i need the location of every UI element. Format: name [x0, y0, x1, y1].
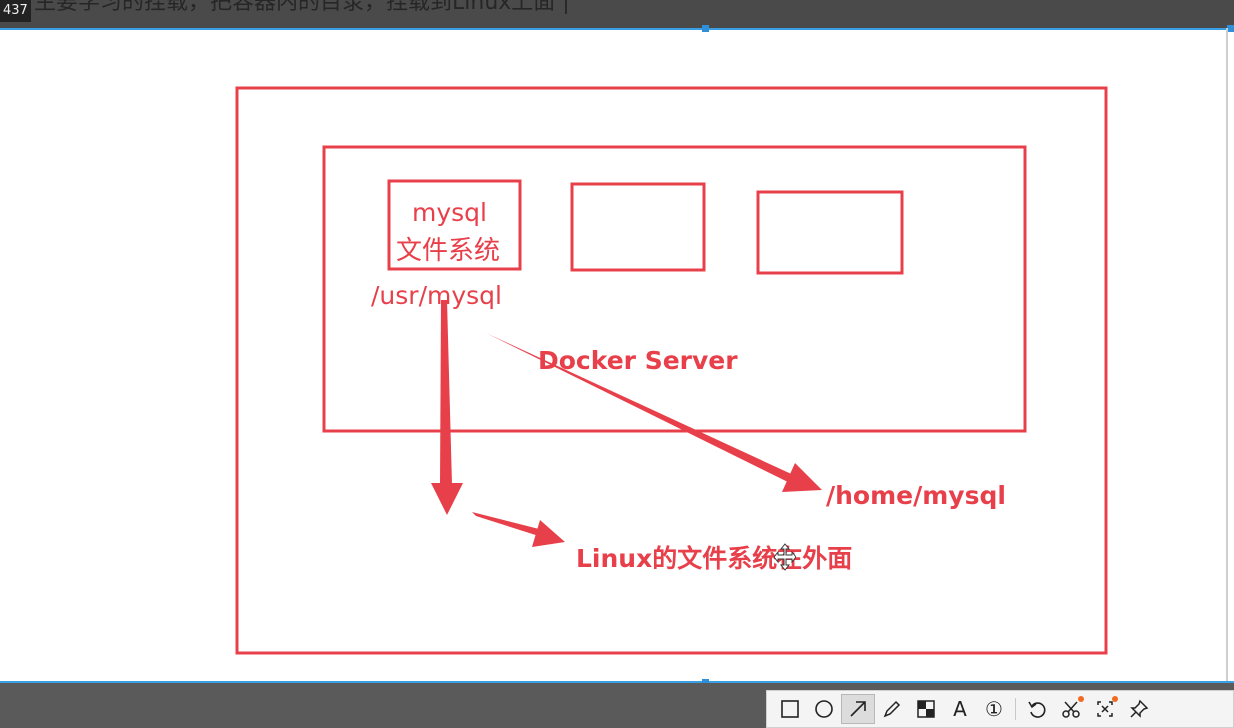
linux-host-box: [235, 86, 1108, 655]
mosaic-icon: [917, 700, 935, 718]
canvas-edge: [1226, 28, 1228, 681]
notification-dot: [1078, 696, 1084, 702]
move-cursor-icon: [774, 543, 796, 571]
pen-tool[interactable]: [875, 694, 909, 724]
pin-icon: [1130, 699, 1149, 718]
container-path-label: /usr/mysql: [371, 281, 502, 310]
cancel-button[interactable]: [1054, 694, 1088, 724]
undo-button[interactable]: [1020, 694, 1054, 724]
host-path-label: /home/mysql: [826, 481, 1006, 510]
mysql-container-box: [387, 179, 522, 271]
crop-icon: [1097, 701, 1113, 717]
docker-server-label: Docker Server: [538, 346, 738, 375]
mosaic-tool[interactable]: [909, 694, 943, 724]
arrow-icon: [850, 701, 866, 717]
toolbar-separator: [1015, 698, 1016, 720]
video-caption-bar: 437 主要学习的挂载，把容器内的目录，挂载到Linux上面 |: [0, 0, 1234, 28]
frame-counter: 437: [0, 0, 31, 22]
container-box-3: [756, 190, 904, 275]
container-box-2: [570, 182, 706, 272]
selection-border-top: [0, 28, 1234, 30]
selection-border-bottom: [0, 681, 1234, 683]
crop-button[interactable]: [1088, 694, 1122, 724]
ellipse-tool[interactable]: [807, 694, 841, 724]
arrow-right-short: [472, 512, 565, 547]
text-tool[interactable]: A: [943, 694, 977, 724]
arrow-down: [431, 300, 463, 515]
resize-handle-top-right[interactable]: [1227, 25, 1234, 32]
annotation-toolbar: A ①: [766, 690, 1234, 728]
arrow-diagonal: [482, 331, 822, 492]
caption-text: 主要学习的挂载，把容器内的目录，挂载到Linux上面 |: [34, 0, 570, 14]
text-icon: A: [953, 697, 967, 721]
scissors-icon: [1062, 701, 1080, 718]
circle-icon: [815, 700, 833, 718]
pin-button[interactable]: [1122, 694, 1156, 724]
number-tool[interactable]: ①: [977, 694, 1011, 724]
number-icon: ①: [985, 697, 1003, 721]
container-name-label: mysql: [412, 198, 487, 227]
host-fs-note: Linux的文件系统在外面: [576, 544, 853, 573]
resize-handle-bottom[interactable]: [702, 679, 709, 686]
pencil-icon: [883, 700, 901, 718]
rectangle-icon: [781, 700, 799, 718]
notification-dot: [1112, 696, 1118, 702]
arrow-tool[interactable]: [841, 694, 875, 724]
resize-handle-top[interactable]: [702, 25, 709, 32]
docker-server-box: [322, 145, 1027, 433]
undo-icon: [1028, 701, 1046, 718]
rectangle-tool[interactable]: [773, 694, 807, 724]
container-fs-label: 文件系统: [396, 236, 501, 266]
